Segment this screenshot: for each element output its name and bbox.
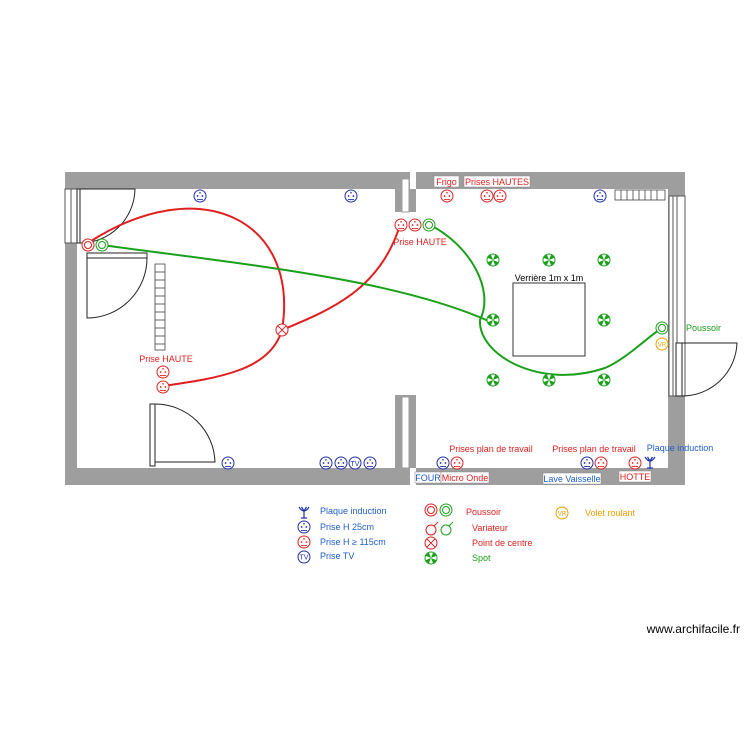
socket-low-icon	[319, 456, 333, 470]
legend-label: Variateur	[472, 523, 508, 533]
push-switch-icon	[655, 321, 669, 335]
legend-label: Prise H ≥ 115cm	[320, 537, 386, 547]
legend-label: Poussoir	[466, 507, 501, 517]
shutter-control: VR	[655, 337, 669, 351]
socket-low-icon	[593, 189, 607, 203]
shutter-icon: VR	[658, 343, 667, 349]
legend-label: Volet roulant	[585, 508, 636, 518]
legend: Plaque induction Prise H 25cm Prise H ≥ …	[297, 503, 636, 565]
radiator-left	[154, 263, 166, 351]
socket-high-icon	[156, 365, 170, 379]
tv-socket-icon: TV	[351, 461, 360, 468]
push-switch-icon	[95, 238, 109, 252]
label-hotte: HOTTE	[620, 472, 651, 482]
label-prise-haute: Prise HAUTE	[393, 237, 447, 247]
socket-high-icon	[480, 189, 494, 203]
socket-high-icon	[156, 380, 170, 394]
push-switch-icon	[424, 503, 438, 517]
legend-label: Point de centre	[472, 538, 533, 548]
label-prises-hautes: Prises HAUTES	[465, 177, 529, 187]
label-poussoir: Poussoir	[686, 323, 721, 333]
induction-icon	[644, 456, 656, 469]
push-switch-icon	[81, 238, 95, 252]
dimmer-icon	[425, 521, 454, 536]
push-switch-icon	[439, 503, 453, 517]
socket-low-icon	[221, 456, 235, 470]
label-lave-vaisselle: Lave Vaisselle	[543, 474, 600, 484]
shutter-icon: VR	[558, 512, 567, 518]
label-plan-travail: Prises plan de travail	[552, 444, 636, 454]
socket-low-icon	[344, 189, 358, 203]
legend-label: Prise TV	[320, 551, 354, 561]
radiator-right	[614, 189, 666, 201]
label-plaque-induction: Plaque induction	[647, 443, 714, 453]
tv-socket-icon: TV	[300, 555, 309, 562]
legend-label: Prise H 25cm	[320, 522, 374, 532]
spot-icon	[424, 551, 438, 565]
socket-high-icon	[594, 456, 608, 470]
socket-high-icon	[297, 535, 311, 549]
label-prise-haute: Prise HAUTE	[139, 354, 193, 364]
label-plan-travail: Prises plan de travail	[449, 444, 533, 454]
label-four: FOUR	[415, 473, 441, 483]
socket-high-icon	[493, 189, 507, 203]
spot-icon	[597, 313, 611, 327]
wiring	[87, 207, 663, 387]
spot-icon	[542, 373, 556, 387]
spot-icon	[486, 253, 500, 267]
labels: Frigo Prises HAUTES Prise HAUTE Prise HA…	[139, 175, 721, 485]
ceiling-point-icon	[424, 536, 438, 550]
legend-label: Plaque induction	[320, 506, 387, 516]
spot-icon	[597, 253, 611, 267]
socket-high-icon	[628, 456, 642, 470]
spot-icon	[597, 373, 611, 387]
socket-high-icon	[394, 218, 408, 232]
socket-high-icon	[408, 218, 422, 232]
label-verriere: Verrière 1m x 1m	[515, 273, 584, 283]
socket-low-icon	[297, 520, 311, 534]
spot-icon	[486, 313, 500, 327]
socket-high-icon	[440, 189, 454, 203]
tv-socket: TV	[348, 456, 362, 470]
spot-icon	[486, 373, 500, 387]
ceiling-point-icon	[275, 323, 289, 337]
induction-icon	[298, 506, 310, 519]
skylight	[512, 282, 586, 357]
socket-high-icon	[450, 456, 464, 470]
socket-low-icon	[334, 456, 348, 470]
push-switch-icon	[422, 218, 436, 232]
watermark: www.archifacile.fr	[646, 622, 740, 636]
socket-low-icon	[580, 456, 594, 470]
label-frigo: Frigo	[436, 177, 457, 187]
label-micro-onde: Micro Onde	[442, 473, 489, 483]
spot-icon	[542, 253, 556, 267]
socket-low-icon	[193, 189, 207, 203]
legend-label: Spot	[472, 553, 491, 563]
socket-low-icon	[436, 456, 450, 470]
socket-low-icon	[363, 456, 377, 470]
